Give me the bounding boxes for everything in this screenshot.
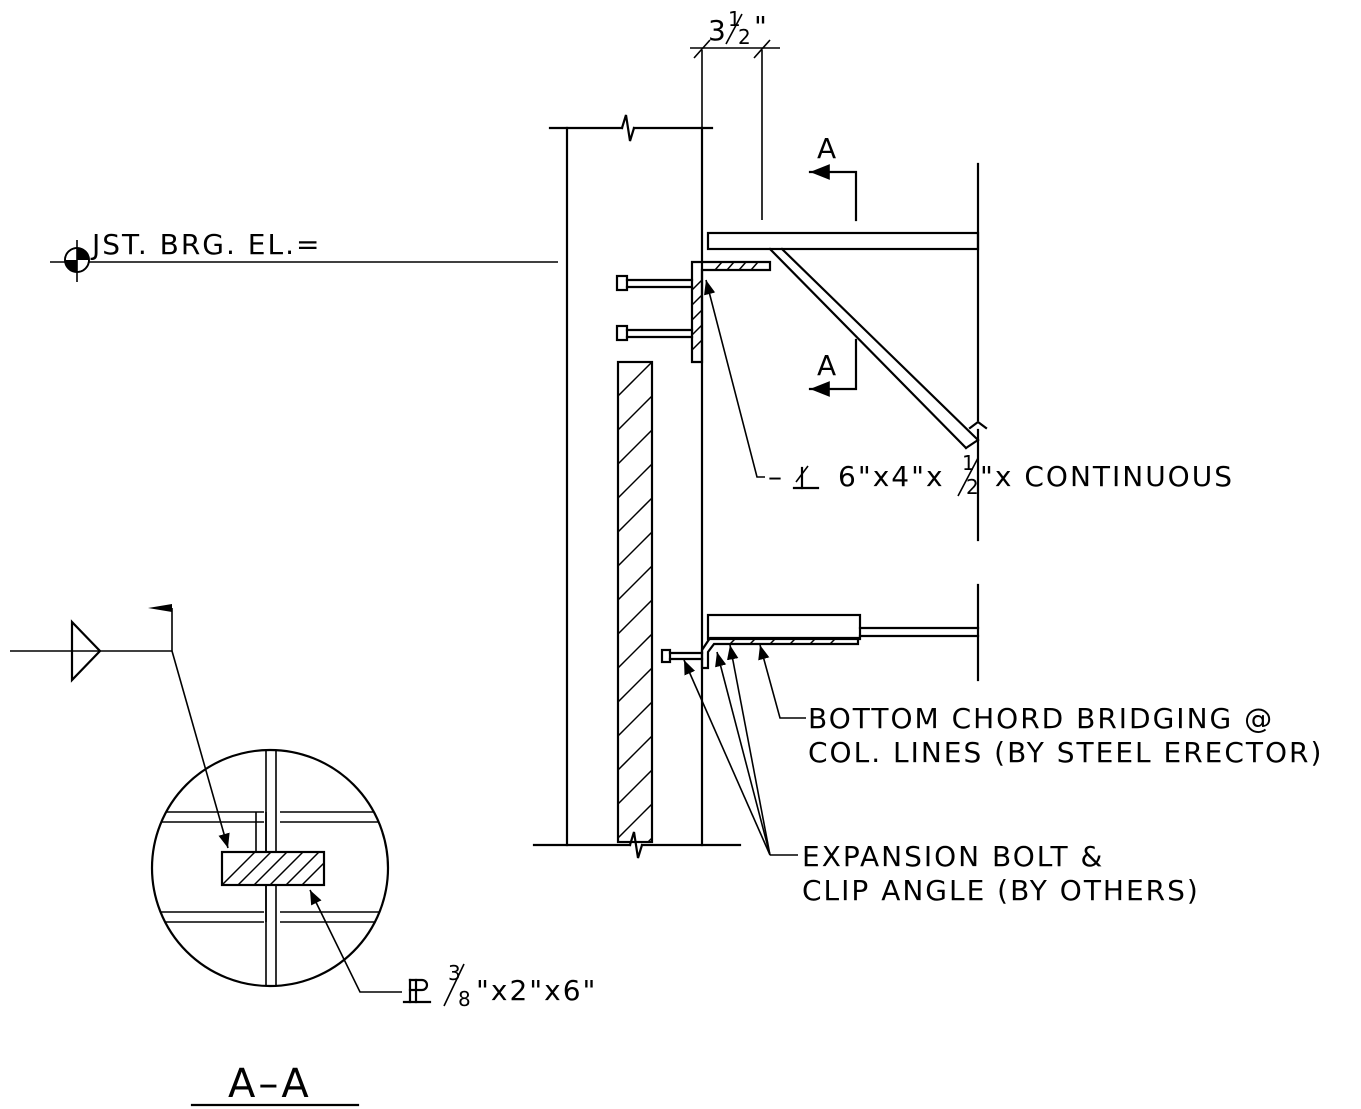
- elevation-target-icon: [64, 240, 90, 282]
- plate-denominator-text: 8: [458, 987, 471, 1011]
- bridging-line1-text: BOTTOM CHORD BRIDGING @: [808, 702, 1274, 735]
- section-title: A–A: [190, 1061, 360, 1107]
- weld-symbol: [10, 604, 230, 849]
- hatch-line: [617, 531, 653, 567]
- hatch-line: [617, 633, 653, 669]
- section-a-a-detail: [150, 748, 390, 988]
- section-cut-marker-top: A: [808, 132, 858, 222]
- section-marker-bottom-text: A: [817, 349, 838, 382]
- plate-spec-text: "x2"x6": [476, 974, 597, 1007]
- expansion-bolt-callout: EXPANSION BOLT & CLIP ANGLE (BY OTHERS): [683, 644, 1200, 907]
- dimension-numerator-text: 1: [728, 7, 741, 31]
- angle-numerator-text: 1: [962, 451, 975, 475]
- hatch-line: [647, 837, 653, 843]
- hatch-line: [617, 463, 653, 499]
- bolt-line1-text: EXPANSION BOLT &: [802, 840, 1104, 873]
- dimension-3-1-2: 3 1 2 ": [690, 7, 780, 225]
- field-weld-flag-icon: [148, 604, 172, 612]
- hatch-line: [617, 667, 653, 703]
- bearing-angle: [690, 260, 772, 364]
- bridging-line2-text: COL. LINES (BY STEEL ERECTOR): [808, 736, 1323, 769]
- dimension-denominator-text: 2: [738, 25, 751, 49]
- hatch-line: [617, 769, 653, 805]
- hatch-line: [617, 803, 653, 839]
- joist-bearing-elevation: JST. BRG. EL.=: [50, 228, 558, 282]
- hatch-line: [617, 735, 653, 771]
- plate-callout: 3 8 "x2"x6": [309, 889, 597, 1011]
- angle-prefix-text: –: [768, 460, 784, 493]
- bottom-chord-bridging: [660, 583, 980, 682]
- plate-symbol-icon: [402, 978, 432, 1004]
- section-title-text: A–A: [228, 1061, 312, 1107]
- hatch-line: [617, 395, 653, 431]
- section-cut-marker-bottom: A: [808, 338, 858, 397]
- dimension-whole-text: 3: [708, 14, 728, 47]
- angle-spec-b-text: "x CONTINUOUS: [980, 460, 1234, 493]
- anchor-bolts: [615, 274, 694, 342]
- hatched-insulation-strip: [616, 360, 654, 844]
- plate-numerator-text: 3: [448, 961, 461, 985]
- hatch-line: [617, 497, 653, 533]
- bridging-callout: BOTTOM CHORD BRIDGING @ COL. LINES (BY S…: [758, 644, 1323, 769]
- hatch-line: [617, 361, 653, 397]
- hatch-line: [617, 429, 653, 465]
- bearing-elevation-text: JST. BRG. EL.=: [90, 228, 321, 261]
- angle-denominator-text: 2: [966, 475, 979, 499]
- angle-symbol-icon: [792, 465, 820, 490]
- top-joist: [706, 162, 988, 542]
- angle-spec-a-text: 6"x4"x: [838, 460, 945, 493]
- hatch-line: [617, 599, 653, 635]
- dimension-inch-text: ": [754, 10, 769, 43]
- angle-callout: – 6"x4"x 1 2 "x CONTINUOUS: [704, 279, 1234, 499]
- bolt-line2-text: CLIP ANGLE (BY OTHERS): [802, 874, 1200, 907]
- hatch-line: [617, 701, 653, 737]
- hatch-line: [617, 565, 653, 601]
- wall-section: [532, 114, 742, 859]
- section-marker-top-text: A: [817, 132, 838, 165]
